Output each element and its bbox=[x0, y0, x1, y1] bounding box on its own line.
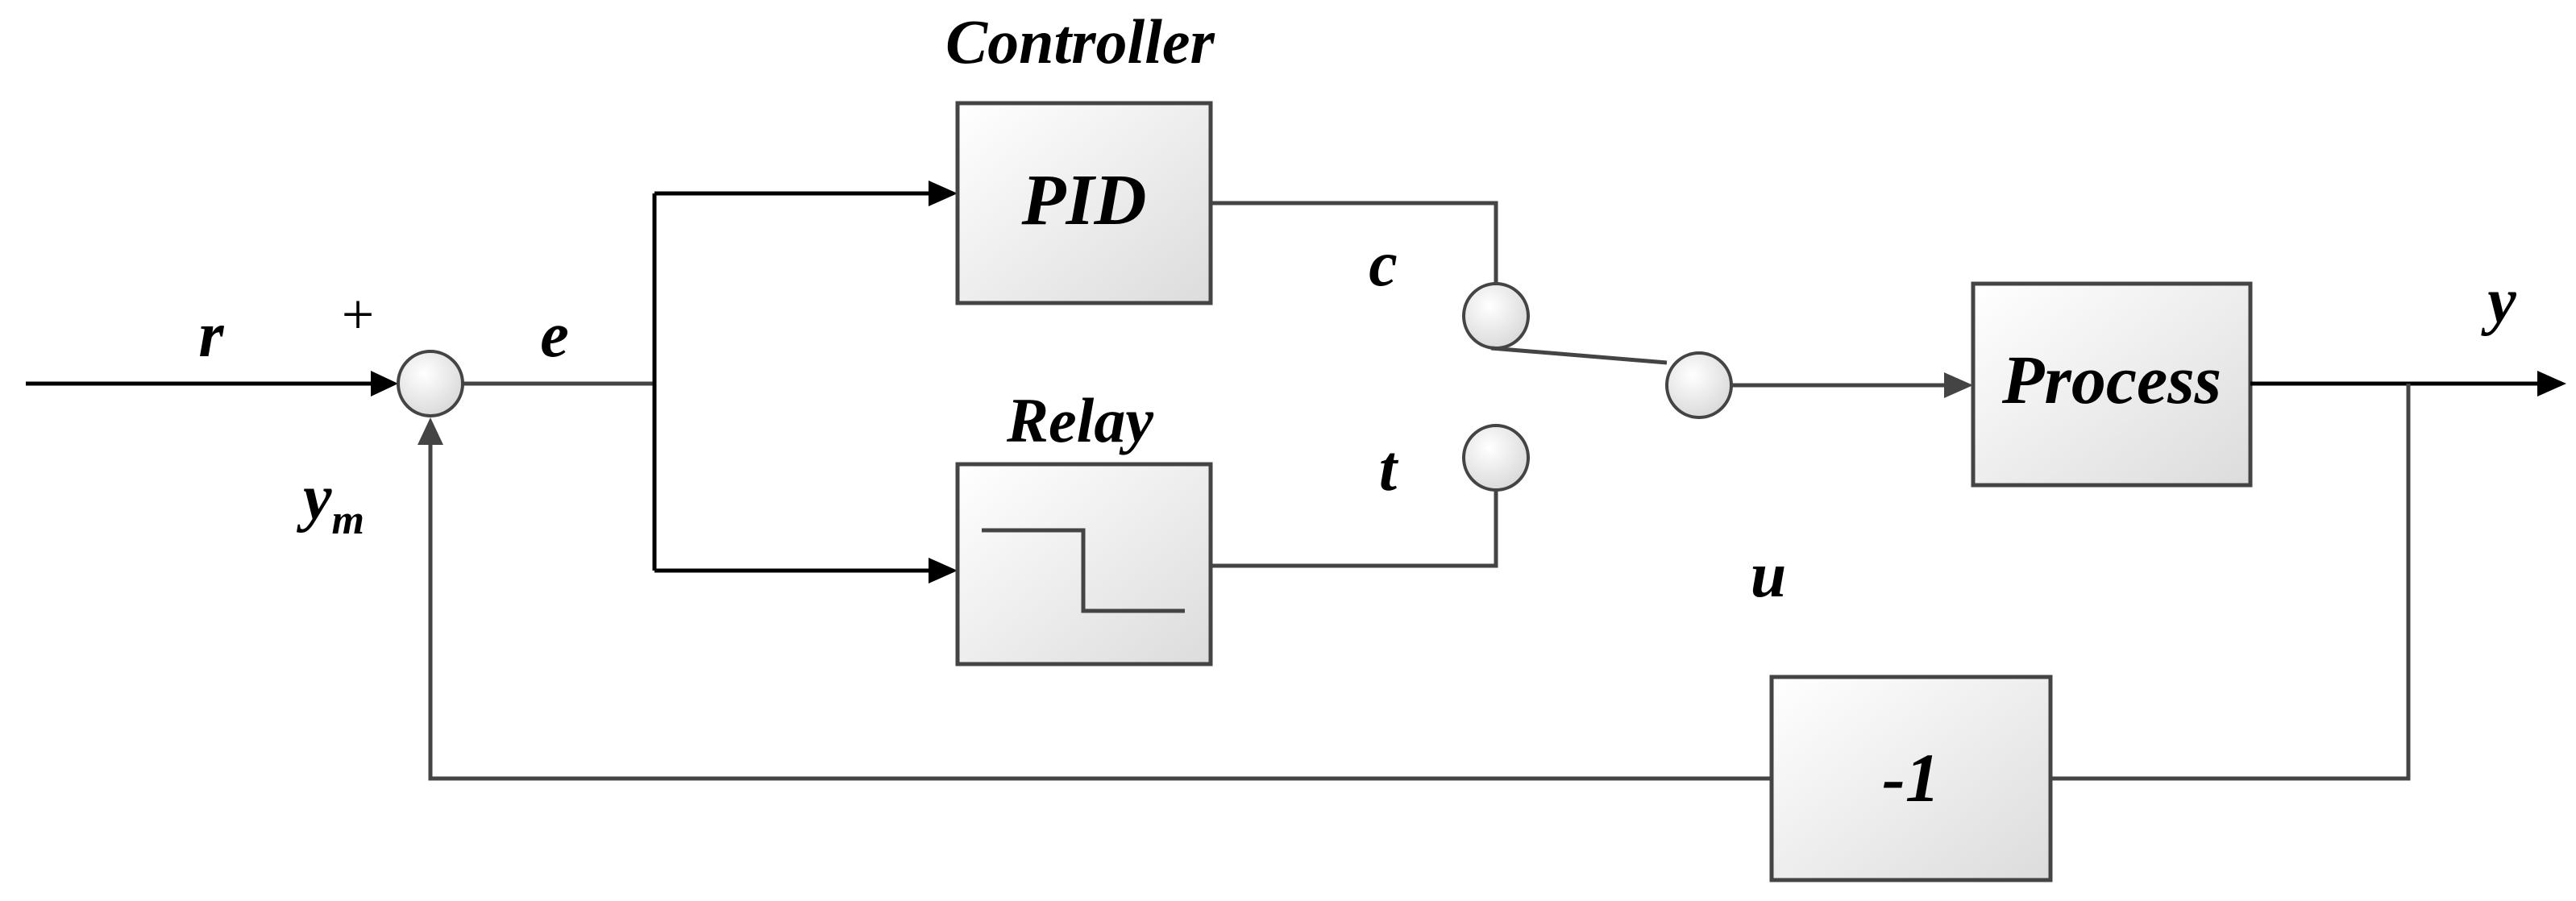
switch-lever bbox=[1490, 346, 1668, 365]
process-input-arrowhead bbox=[1944, 372, 1973, 398]
signal-y-label: y bbox=[2480, 266, 2516, 337]
negative-gain-block bbox=[1769, 675, 2053, 882]
signal-u-label: u bbox=[1751, 540, 1787, 611]
relay-input-arrowhead bbox=[929, 558, 958, 583]
pid-input-arrowhead bbox=[929, 181, 958, 206]
relay-step-icon bbox=[982, 528, 1185, 613]
signal-ym-base: y bbox=[296, 463, 332, 534]
signal-c-label: c bbox=[1369, 229, 1398, 300]
output-arrowhead bbox=[2537, 371, 2566, 397]
process-label: Process bbox=[2001, 341, 2221, 418]
process-block bbox=[1971, 281, 2253, 488]
pid-output-wire bbox=[1211, 201, 1498, 284]
switch-contact-c bbox=[1462, 282, 1530, 350]
relay-output-wire bbox=[1211, 490, 1498, 568]
summing-junction bbox=[397, 350, 464, 417]
signal-ym-label: ym bbox=[296, 463, 364, 543]
relay-title: Relay bbox=[1006, 385, 1153, 455]
pid-label: PID bbox=[1021, 160, 1147, 240]
input-arrowhead bbox=[371, 371, 398, 397]
pid-block bbox=[955, 101, 1213, 305]
signal-t-label: t bbox=[1379, 434, 1399, 504]
feedback-down-wire bbox=[2050, 384, 2411, 781]
signal-r-label: r bbox=[198, 300, 224, 371]
feedback-return-wire bbox=[428, 440, 1772, 781]
signal-e-label: e bbox=[540, 300, 569, 371]
negative-gain-label: -1 bbox=[1882, 739, 1940, 816]
feedback-arrowhead bbox=[418, 417, 443, 445]
switch-contact-t bbox=[1462, 424, 1530, 492]
switch-output-node bbox=[1665, 351, 1733, 419]
signal-ym-subscript: m bbox=[332, 497, 364, 543]
plus-sign-label: + bbox=[342, 282, 375, 347]
controller-title: Controller bbox=[945, 6, 1215, 77]
